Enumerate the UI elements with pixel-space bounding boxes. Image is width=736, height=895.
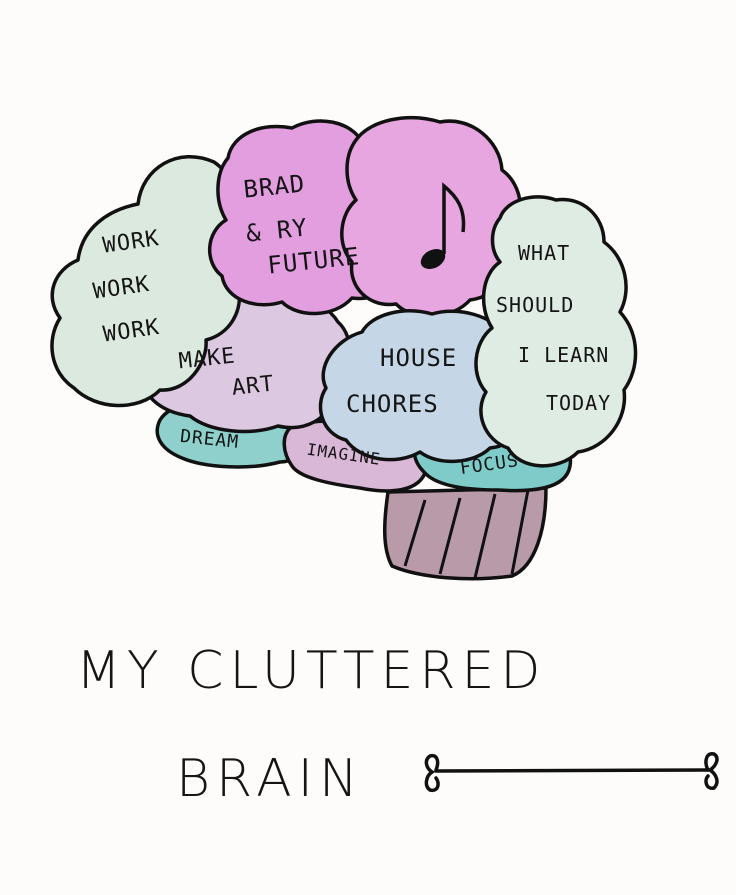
- title-line-1: MY CLUTTERED: [76, 641, 546, 701]
- title-line-2: BRAIN: [176, 749, 364, 809]
- house-chores-label: HOUSE CHORES: [346, 344, 473, 418]
- work-label: WORK WORK WORK: [85, 224, 187, 348]
- bone-arrow-icon: [424, 752, 719, 793]
- lobe-music: [340, 115, 523, 318]
- brain-stem: [382, 486, 548, 581]
- lobe-learn: [474, 195, 638, 468]
- stem-stripes: [403, 489, 530, 579]
- lobe-house-chores: [318, 309, 530, 463]
- learn-label: WHAT SHOULD I LEARN TODAY: [496, 241, 622, 415]
- make-art-label: MAKE ART: [178, 340, 276, 406]
- music-note-icon: [420, 182, 466, 270]
- lobe-work: [50, 155, 254, 408]
